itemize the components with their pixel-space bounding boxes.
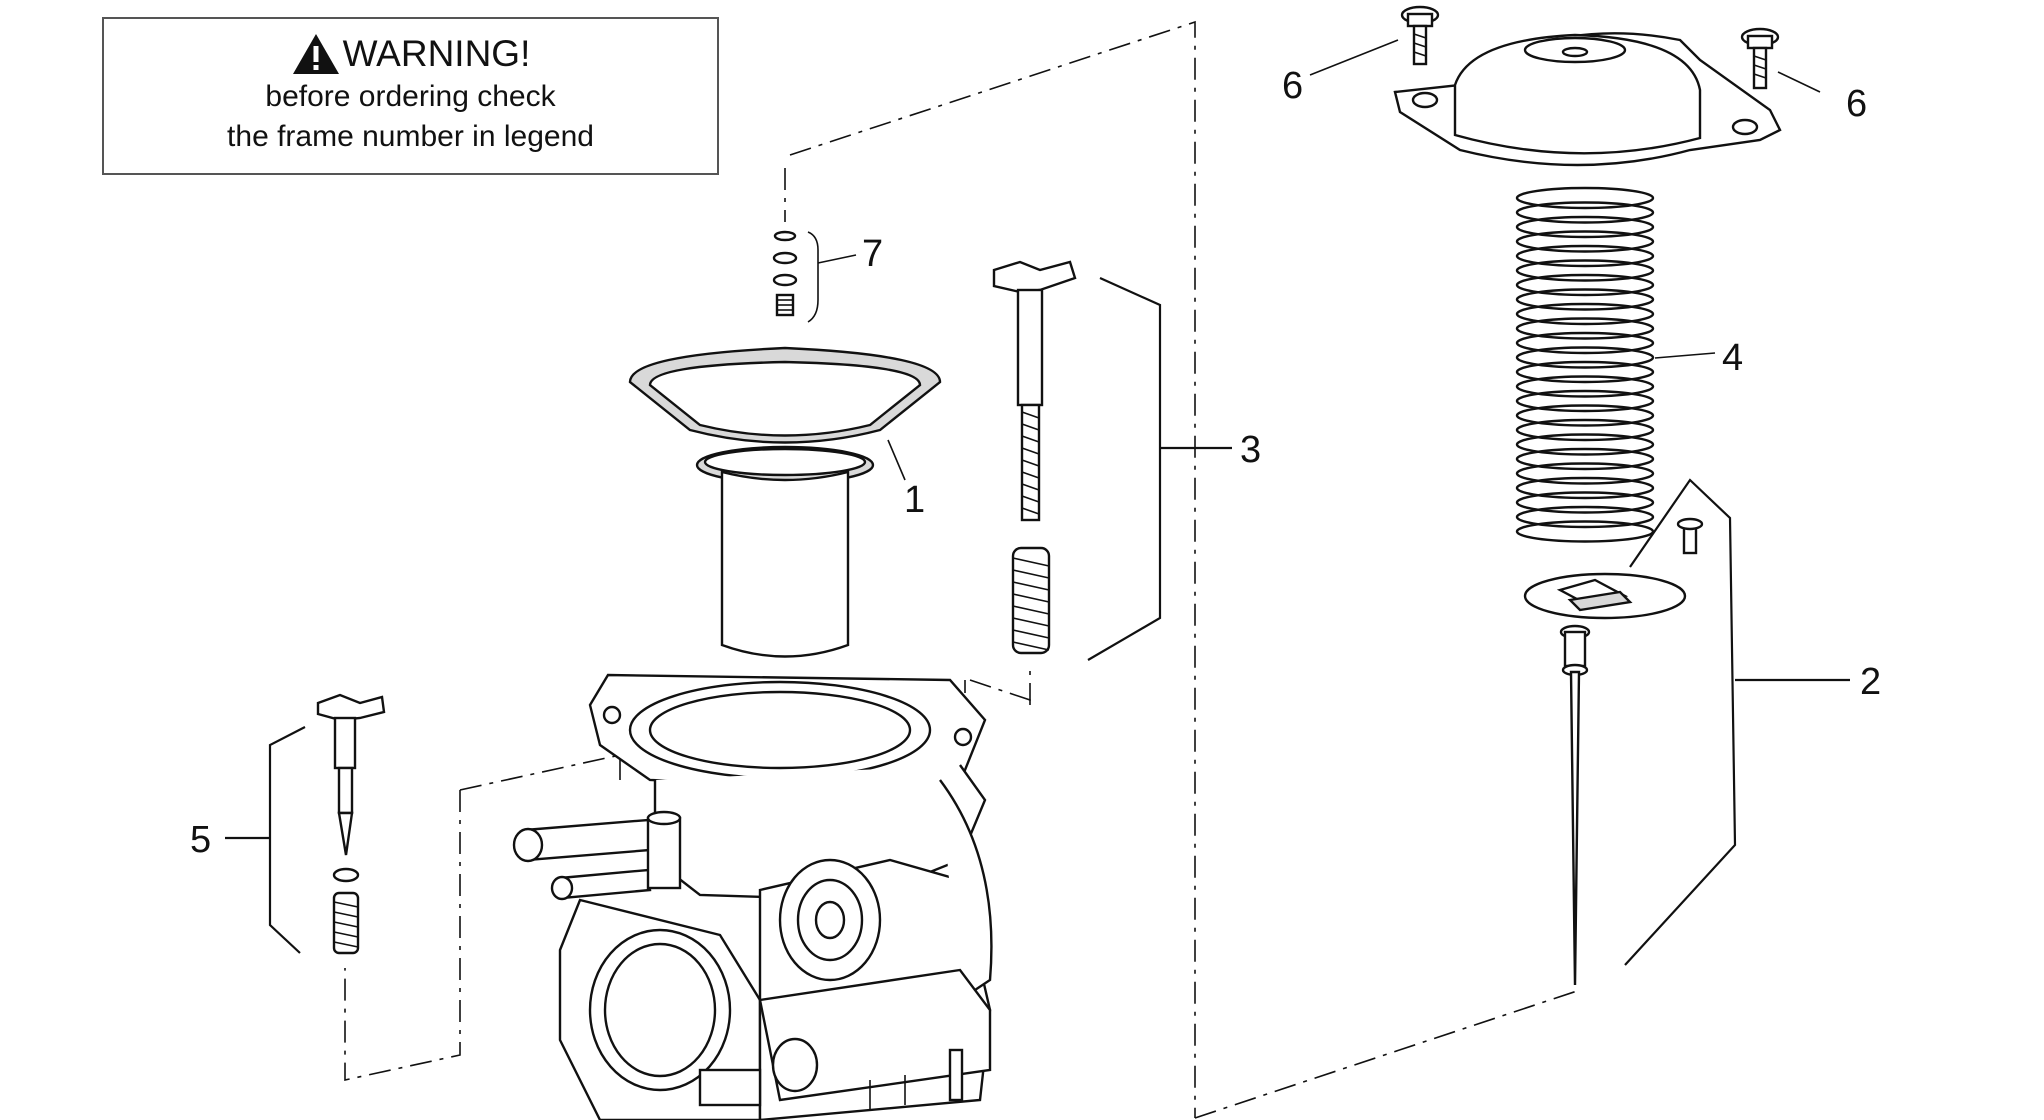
callout-labels: 1 2 3 4 5 6 6 7	[190, 65, 1881, 861]
part-6-screw-left	[1309, 5, 1440, 76]
part-4-main-spring	[1515, 186, 1655, 543]
callout-6-right: 6	[1846, 83, 1867, 125]
spring-coil	[1515, 346, 1655, 369]
warning-box: WARNING! before ordering check the frame…	[102, 17, 719, 175]
spring-coil	[1515, 259, 1655, 282]
callout-1: 1	[904, 479, 925, 521]
carburetor-body	[512, 673, 993, 1120]
warning-line-2: the frame number in legend	[227, 120, 594, 153]
spring-coil	[1515, 186, 1655, 210]
warning-line-1: before ordering check	[265, 80, 556, 113]
spring-coil	[1515, 201, 1655, 224]
callout-7: 7	[862, 233, 883, 275]
warning-triangle-icon	[292, 34, 339, 74]
spring-coil	[1515, 244, 1655, 268]
part-7-jet-assembly	[772, 230, 857, 323]
spring-coil	[1515, 360, 1655, 384]
part-2-needle-assembly	[1523, 478, 1850, 986]
spring-coil	[1515, 520, 1655, 543]
spring-coil	[1515, 505, 1655, 529]
warning-title: WARNING!	[342, 33, 531, 74]
top-cover	[1393, 32, 1782, 167]
dash-dot-guides	[344, 20, 1581, 1119]
part-5-idle-screw-spring	[225, 693, 386, 955]
spring-coil	[1515, 476, 1655, 500]
callout-3: 3	[1240, 429, 1261, 471]
spring-coil	[1515, 375, 1655, 398]
spring-coil	[1515, 462, 1655, 485]
spring-coil	[1515, 433, 1655, 456]
callout-4: 4	[1722, 337, 1743, 379]
callout-5: 5	[190, 819, 211, 861]
part-6-screw-right	[1740, 27, 1821, 93]
leader-4	[1654, 352, 1716, 359]
spring-coil	[1515, 389, 1655, 413]
spring-coil	[1515, 331, 1655, 355]
callout-6-left: 6	[1282, 65, 1303, 107]
warning-title-row: WARNING!	[104, 31, 717, 77]
spring-3	[1011, 546, 1051, 655]
spring-coil	[1515, 273, 1655, 297]
spring-coil	[1515, 302, 1655, 326]
spring-coil	[1515, 317, 1655, 340]
spring-coil	[1515, 288, 1655, 311]
spring-coil	[1515, 491, 1655, 514]
part-3-adjust-screw-spring	[992, 260, 1232, 661]
screw-thread	[1021, 411, 1040, 515]
callout-2: 2	[1860, 661, 1881, 703]
spring-coil	[1515, 418, 1655, 442]
spring-coil	[1515, 404, 1655, 427]
spring-coil	[1515, 230, 1655, 253]
part-1-diaphragm-slide	[628, 346, 942, 658]
spring-coil	[1515, 215, 1655, 239]
spring-coil	[1515, 447, 1655, 471]
